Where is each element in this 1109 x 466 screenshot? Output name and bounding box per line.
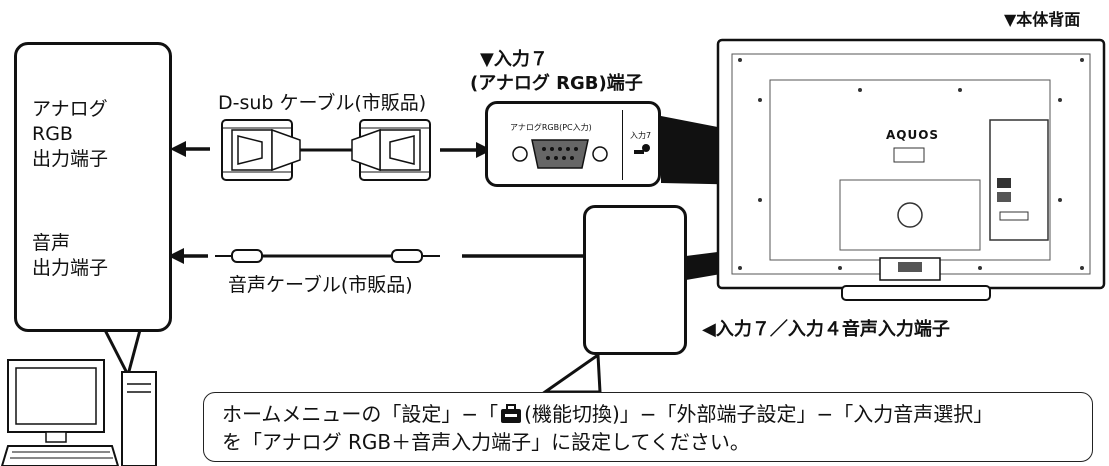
arrow-icon xyxy=(170,141,210,157)
audio-cable-label: 音声ケーブル(市販品) xyxy=(228,274,413,296)
arrow-icon xyxy=(440,142,492,158)
stereo-plug-icon xyxy=(215,249,440,263)
note-pointer xyxy=(540,352,602,394)
pc-panel-pointer xyxy=(102,328,142,380)
function-switch-icon xyxy=(498,404,524,424)
pc-output-panel: アナログ RGB 出力端子 音声 出力端子 xyxy=(14,42,172,332)
tv-rear-illustration xyxy=(716,38,1106,301)
computer-monitor-icon xyxy=(7,359,105,443)
rgb-output-label-2: RGB xyxy=(32,123,73,145)
rgb-output-label-1: アナログ xyxy=(32,98,108,120)
rgb-jack-label: アナログRGB(PC入力) xyxy=(510,123,592,132)
note-line-2: を「アナログ RGB＋音声入力端子」に設定してください。 xyxy=(222,430,750,454)
computer-tower-icon xyxy=(121,371,157,466)
input-arrow-icon xyxy=(634,144,650,154)
rgb-output-label-3: 出力端子 xyxy=(32,148,109,170)
keyboard-icon xyxy=(0,445,120,466)
arrow-icon xyxy=(168,248,208,264)
jack-divider xyxy=(622,110,623,180)
tv-brand-label: AQUOS xyxy=(886,128,940,142)
instruction-note: ホームメニューの「設定」−「(機能切換)」−「外部端子設定」−「入力音声選択」 … xyxy=(203,392,1093,462)
dsub-cable-label: D-sub ケーブル(市販品) xyxy=(218,92,427,114)
input7-jack-closeup: アナログRGB(PC入力) 入力7 xyxy=(485,101,661,187)
audio-input-closeup xyxy=(583,205,687,355)
dsub-connector-icon xyxy=(221,119,301,181)
note-line-1: ホームメニューの「設定」−「 (機能切換)」−「外部端子設定」−「入力音声選択」 xyxy=(222,401,993,427)
input7-title-1: ▼入力７ xyxy=(480,49,548,70)
input7-title-2: (アナログ RGB)端子 xyxy=(470,73,643,94)
audio-output-label-1: 音声 xyxy=(32,232,71,254)
vga-port-icon xyxy=(512,139,608,169)
rear-view-label: ▼本体背面 xyxy=(1004,10,1081,29)
note-line-1-before: ホームメニューの「設定」−「 xyxy=(222,402,499,426)
dsub-connector-icon xyxy=(351,119,431,181)
note-line-1-after: (機能切換)」−「外部端子設定」−「入力音声選択」 xyxy=(524,402,994,426)
audio-input-caption: ◀入力７／入力４音声入力端子 xyxy=(702,319,950,340)
input7-jack-label: 入力7 xyxy=(630,131,652,140)
audio-output-label-2: 出力端子 xyxy=(32,257,109,279)
